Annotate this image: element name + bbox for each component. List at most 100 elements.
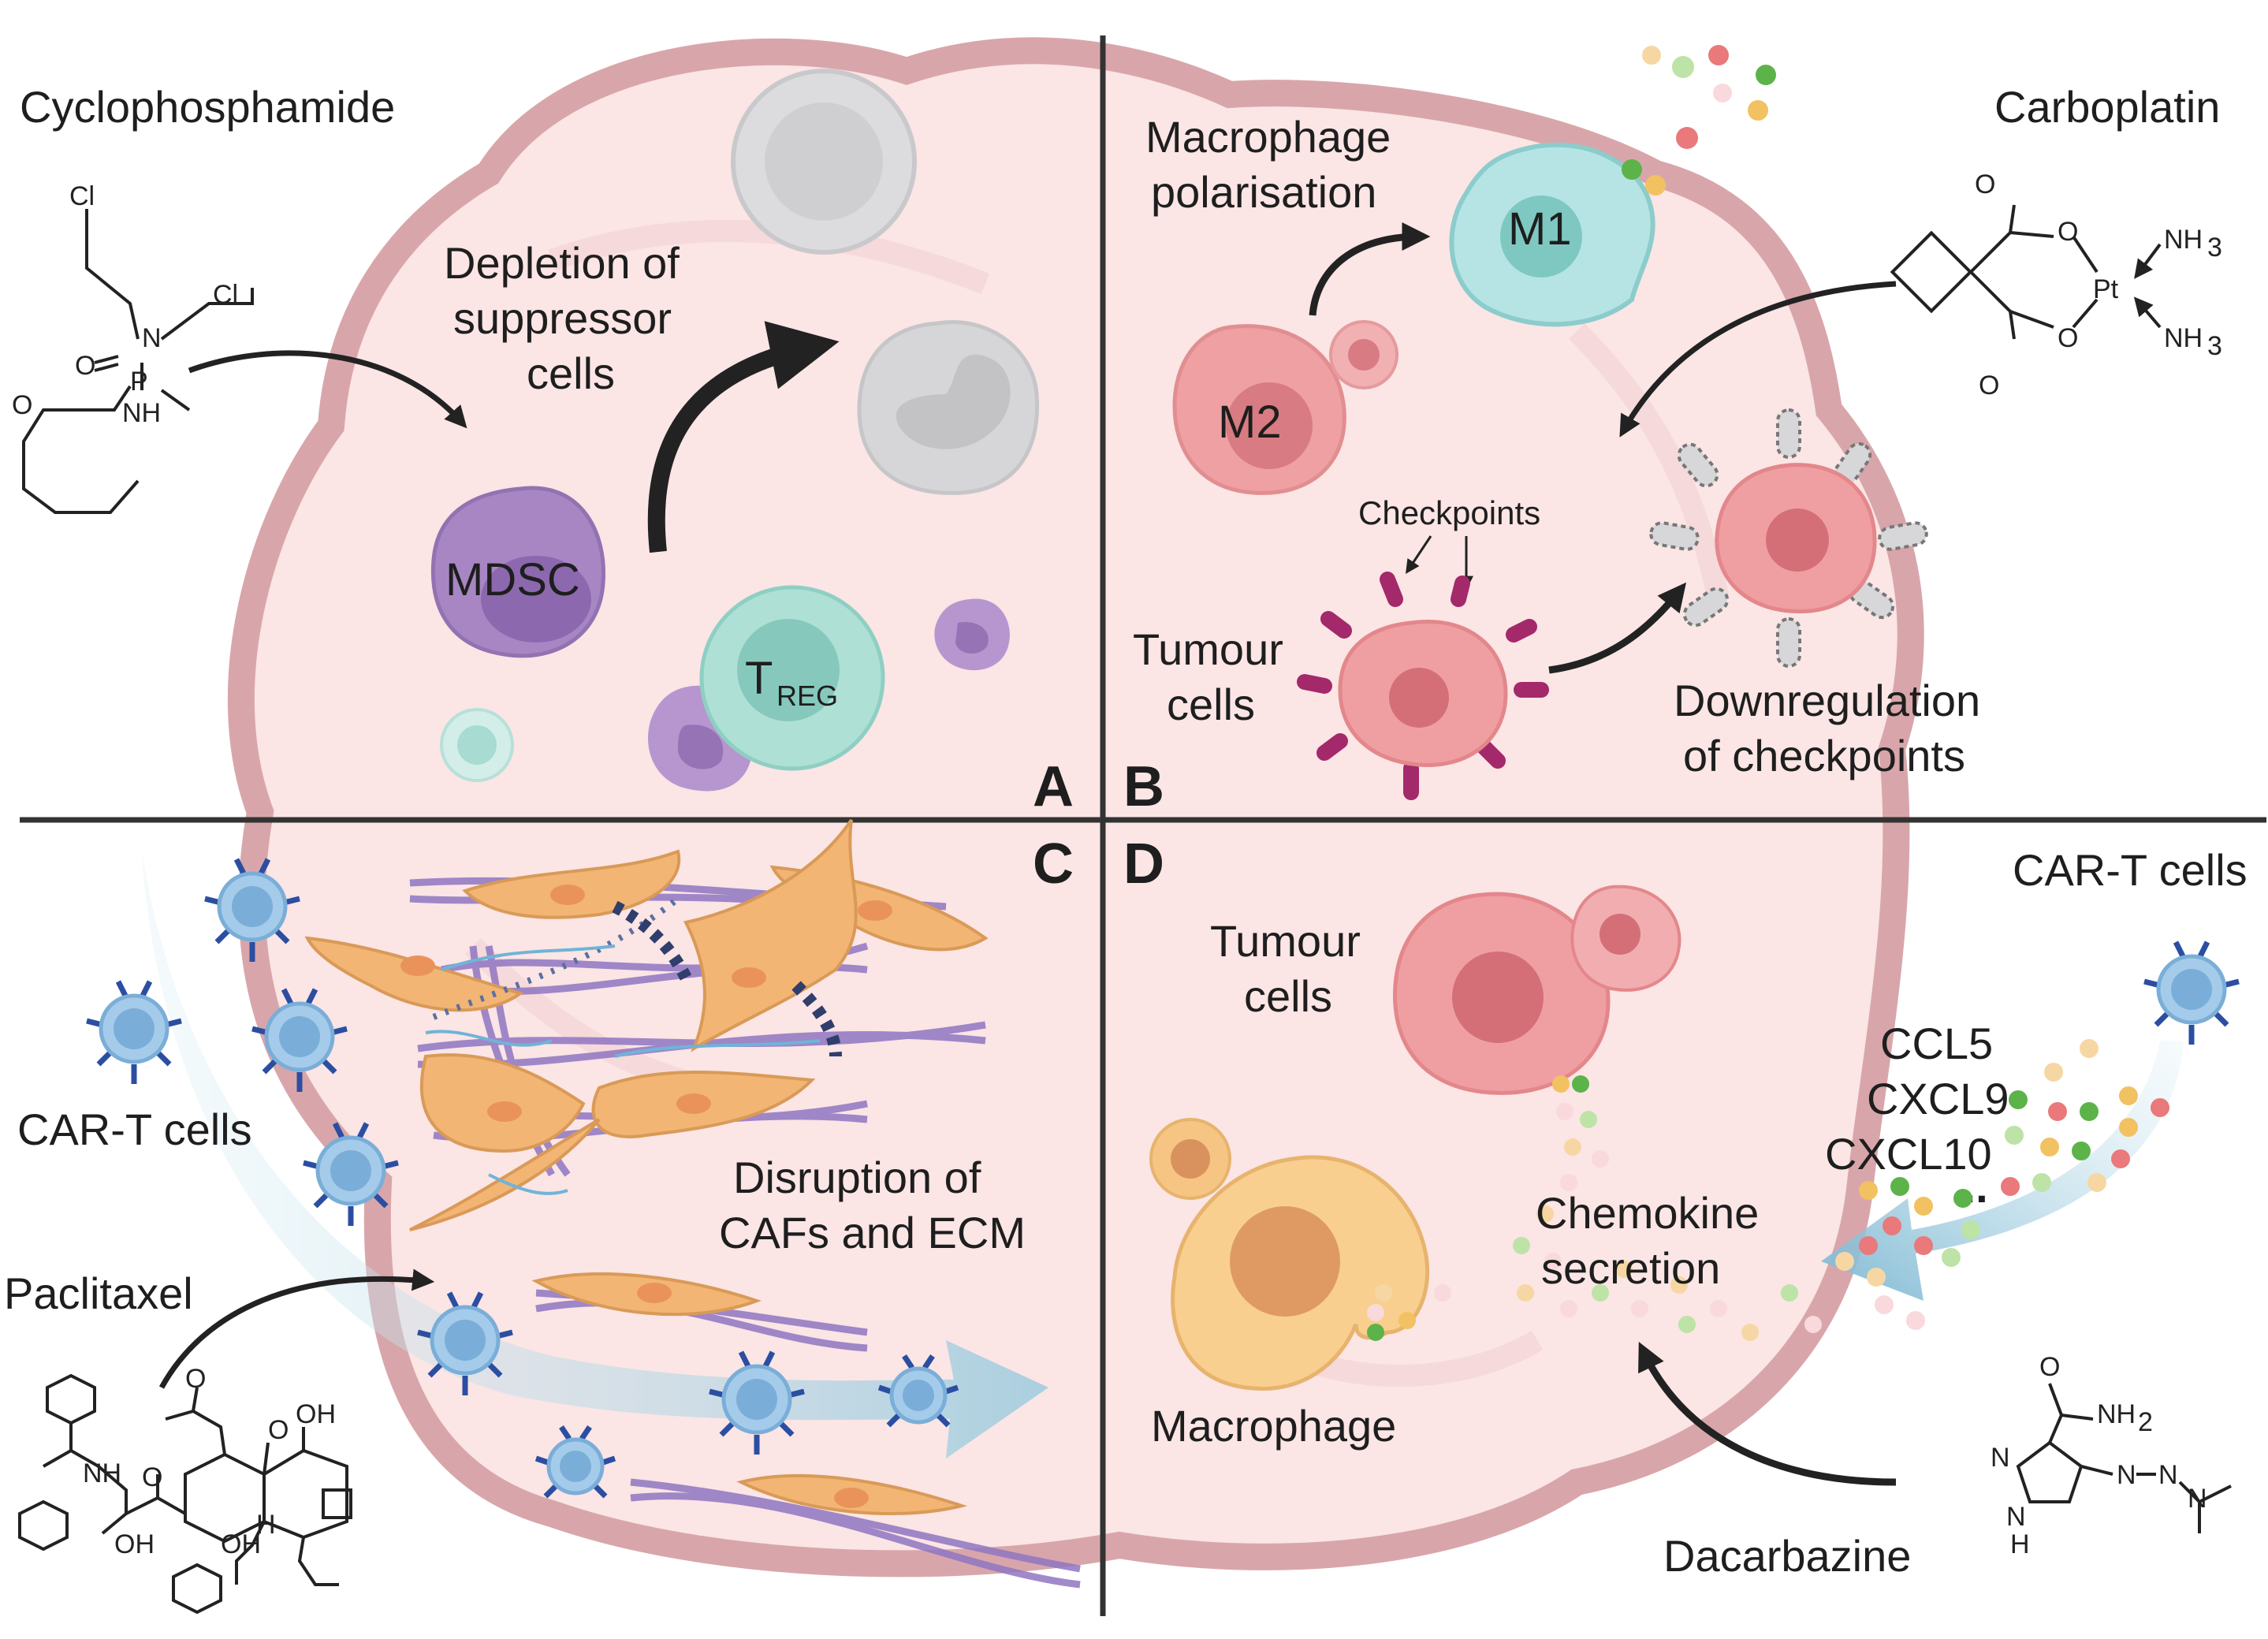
downregulation-arrow [1548, 582, 1686, 674]
checkpoint-pointer-1 [1406, 535, 1432, 574]
svg-text:NH: NH [122, 398, 161, 428]
chemokine-secretion-line1: Chemokine [1536, 1188, 1759, 1238]
m2-label: M2 [1218, 397, 1282, 448]
polarisation-arrow [1309, 222, 1431, 316]
svg-text:3: 3 [2207, 233, 2222, 263]
macrophage-polarisation-line2: polarisation [1151, 167, 1376, 217]
mdsc-nucleus [481, 556, 591, 643]
paclitaxel-structure: NH OH O O OH OH H O [18, 1364, 352, 1615]
cart-cells-d-label: CAR-T cells [2013, 845, 2248, 895]
tumour-cell-downregulated [1649, 408, 1928, 668]
svg-text:N: N [2117, 1460, 2136, 1490]
quadrant-label-d: D [1123, 833, 1164, 896]
carboplatin-label: Carboplatin [1994, 82, 2220, 132]
cart-cell-c-1 [204, 858, 300, 962]
depletion-arrow [647, 321, 840, 553]
m1-label: M1 [1508, 203, 1572, 255]
svg-text:O: O [1979, 371, 1999, 400]
grey-cell-large-nucleus [765, 102, 883, 221]
small-teal-cell-nucleus [457, 725, 497, 765]
paclitaxel-label: Paclitaxel [4, 1268, 193, 1318]
svg-text:O: O [142, 1462, 162, 1492]
downregulation-line2: of checkpoints [1683, 731, 1965, 780]
svg-text:O: O [2039, 1352, 2060, 1382]
macrophage-d-particles [1367, 1284, 1451, 1341]
cart-flow-arrow-d [1821, 1041, 2184, 1301]
tumour-cells-d-line2: cells [1244, 971, 1332, 1021]
cart-cell-c-7 [877, 1354, 959, 1428]
cart-cell-c-8 [534, 1425, 616, 1499]
cyclophosphamide-arrow [188, 350, 467, 429]
svg-text:O: O [12, 390, 32, 420]
ecm-bead-chains [432, 896, 842, 1057]
carboplatin-arrow [1619, 281, 1897, 438]
svg-text:N: N [2188, 1484, 2207, 1514]
quadrant-label-a: A [1033, 755, 1074, 818]
tumour-cells-b-line2: cells [1167, 680, 1255, 729]
svg-text:O: O [2058, 323, 2078, 353]
svg-text:OH: OH [114, 1529, 155, 1559]
svg-text:OH: OH [221, 1529, 261, 1559]
neutrophil-nucleus [896, 354, 1011, 449]
chemokine-secretion-line2: secretion [1541, 1243, 1720, 1293]
svg-text:Cl: Cl [213, 280, 238, 310]
chemokine-ccl5: CCL5 [1880, 1019, 1993, 1068]
quadrant-label-c: C [1033, 833, 1074, 896]
treg-nucleus [737, 619, 840, 721]
disruption-line2: CAFs and ECM [719, 1208, 1026, 1257]
cart-cell-c-5 [417, 1291, 513, 1395]
paclitaxel-arrow [158, 1268, 435, 1389]
purple-cell-small-2-nucleus [955, 622, 989, 654]
macrophage-d-nucleus [1230, 1206, 1340, 1317]
m2-engulfed-cell-nucleus [1348, 339, 1380, 371]
svg-text:NH: NH [2097, 1399, 2136, 1429]
svg-text:Cl: Cl [69, 181, 95, 211]
svg-text:H: H [2010, 1529, 2030, 1559]
svg-text:O: O [2058, 217, 2078, 247]
tumour-cells-b-line1: Tumour [1133, 624, 1283, 674]
svg-text:N: N [1991, 1443, 2010, 1473]
treg-label-sub: REG [776, 680, 838, 712]
disruption-line1: Disruption of [733, 1153, 981, 1202]
tumour-cell-with-checkpoints [1297, 572, 1549, 800]
dacarbazine-arrow [1638, 1342, 1897, 1486]
downregulation-line1: Downregulation [1674, 676, 1980, 725]
quadrant-label-b: B [1123, 755, 1164, 818]
mdsc-label: MDSC [445, 554, 580, 605]
svg-text:O: O [185, 1364, 206, 1394]
depletion-title-line1: Depletion of [444, 238, 680, 288]
svg-text:Pt: Pt [2093, 274, 2119, 304]
svg-text:2: 2 [2138, 1407, 2153, 1437]
m2-nucleus [1226, 382, 1313, 469]
cart-cell-c-2 [86, 980, 182, 1084]
treg-label: T [745, 653, 773, 704]
svg-text:OH: OH [296, 1399, 336, 1429]
svg-text:NH: NH [2164, 225, 2203, 255]
svg-text:3: 3 [2207, 331, 2222, 361]
svg-text:N: N [2158, 1460, 2178, 1490]
svg-text:H: H [256, 1510, 276, 1540]
cart-cell-c-4 [303, 1122, 399, 1226]
dacarbazine-label: Dacarbazine [1663, 1531, 1911, 1581]
checkpoints-label: Checkpoints [1358, 494, 1540, 531]
svg-text:O: O [75, 351, 95, 381]
svg-text:N: N [2006, 1502, 2026, 1532]
glycoprotein-strands [425, 944, 821, 1195]
svg-text:N: N [142, 323, 162, 353]
tumour-cells-d-line1: Tumour [1210, 916, 1361, 966]
macrophage-polarisation-line1: Macrophage [1145, 112, 1391, 162]
macrophage-d-label: Macrophage [1151, 1401, 1396, 1451]
cart-flow-arrow-c [142, 851, 1048, 1458]
svg-text:NH: NH [83, 1458, 121, 1488]
caf-nuclei [400, 885, 892, 1508]
macrophage-d-engulfed-nucleus [1171, 1139, 1210, 1179]
cart-cell-d [2143, 941, 2240, 1045]
chemokine-cxcl10: CXCL10 [1825, 1129, 1992, 1179]
cyclophosphamide-label: Cyclophosphamide [20, 82, 395, 132]
m1-secreted-particles [1622, 45, 1776, 196]
svg-text:O: O [1975, 169, 1995, 199]
svg-text:P: P [130, 367, 148, 397]
depletion-title-line2: suppressor [453, 293, 672, 343]
cart-cells-c-label: CAR-T cells [17, 1104, 252, 1154]
